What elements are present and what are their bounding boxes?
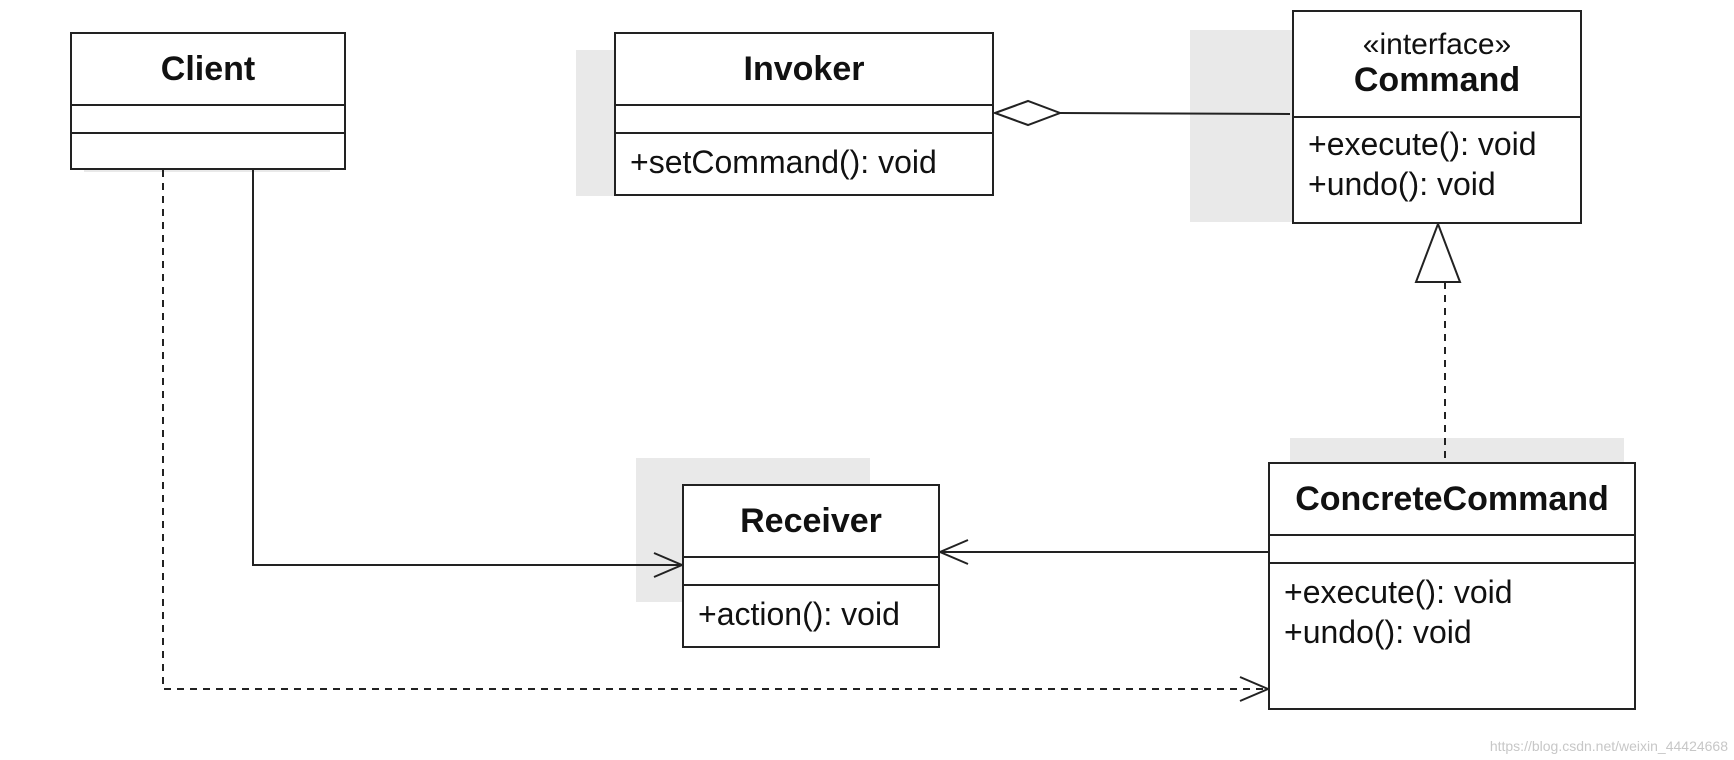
class-invoker-attributes (616, 106, 992, 134)
client-to-receiver-line (252, 170, 682, 566)
class-receiver-operations: +action(): void (684, 586, 938, 634)
client-to-concrete-dependency-line (162, 170, 1268, 690)
class-invoker-header: Invoker (616, 34, 992, 106)
class-invoker[interactable]: Invoker +setCommand(): void (614, 32, 994, 196)
class-client[interactable]: Client (70, 32, 346, 170)
operation: +action(): void (698, 596, 900, 632)
class-invoker-operations: +setCommand(): void (616, 134, 992, 182)
interface-stereotype: «interface» (1362, 28, 1512, 61)
class-client-attributes (72, 106, 344, 134)
class-client-operations (72, 134, 344, 140)
realization-arrowhead (1414, 221, 1462, 283)
operation: +undo(): void (1284, 614, 1472, 650)
aggregation-diamond (992, 99, 1063, 127)
interface-command[interactable]: «interface» Command +execute(): void +un… (1292, 10, 1582, 224)
class-concrete-command-name: ConcreteCommand (1295, 480, 1609, 518)
class-receiver-header: Receiver (684, 486, 938, 558)
class-concrete-command[interactable]: ConcreteCommand +execute(): void +undo()… (1268, 462, 1636, 710)
operation: +undo(): void (1308, 166, 1496, 202)
operation: +execute(): void (1284, 574, 1513, 610)
interface-command-name: Command (1353, 61, 1521, 99)
class-client-header: Client (72, 34, 344, 106)
class-concrete-command-operations: +execute(): void +undo(): void (1270, 564, 1634, 652)
operation: +setCommand(): void (630, 144, 937, 180)
class-concrete-command-header: ConcreteCommand (1270, 464, 1634, 536)
class-receiver-attributes (684, 558, 938, 586)
interface-command-operations: +execute(): void +undo(): void (1294, 118, 1580, 204)
class-invoker-name: Invoker (743, 50, 865, 88)
concrete-to-receiver-arrowhead (937, 539, 969, 565)
class-receiver-name: Receiver (740, 502, 882, 540)
class-client-name: Client (160, 50, 256, 88)
class-receiver[interactable]: Receiver +action(): void (682, 484, 940, 648)
operation: +execute(): void (1308, 126, 1537, 162)
watermark: https://blog.csdn.net/weixin_44424668 (1489, 738, 1728, 754)
interface-command-header: «interface» Command (1294, 12, 1580, 118)
aggregation-line (1059, 112, 1291, 115)
class-concrete-command-attributes (1270, 536, 1634, 564)
